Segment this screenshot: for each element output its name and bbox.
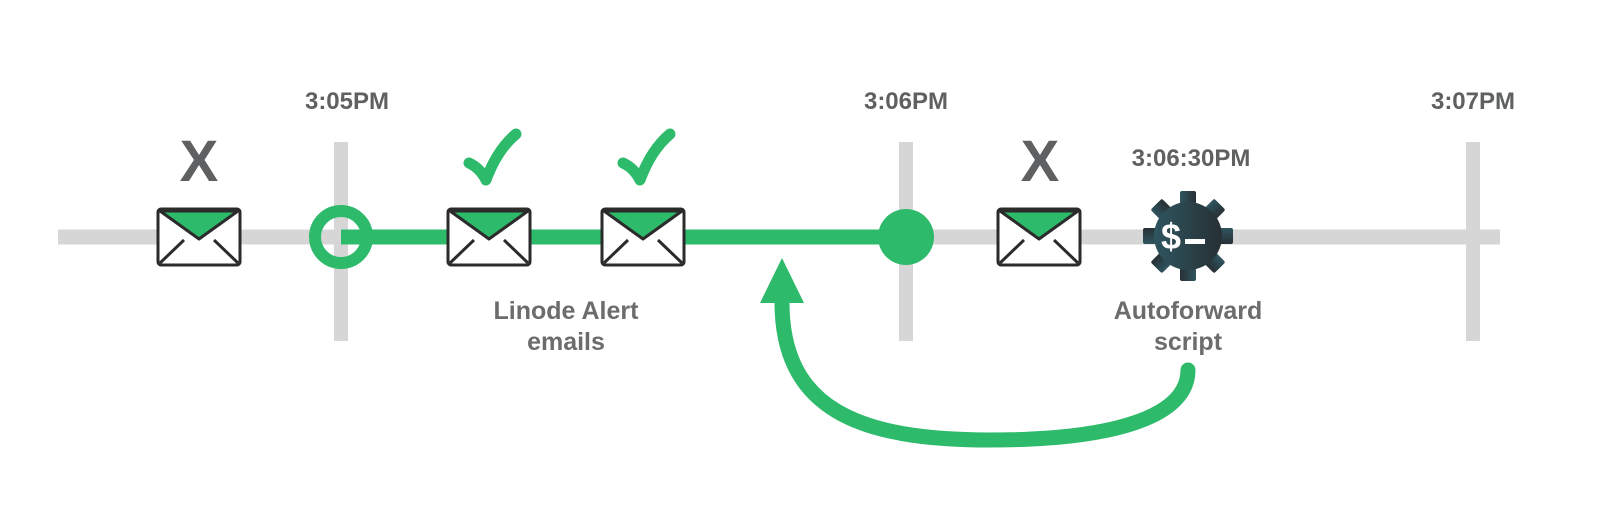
svg-text:$: $ — [1161, 216, 1181, 257]
tick-label-3-07: 3:07PM — [1431, 88, 1515, 115]
envelope-icon — [446, 207, 532, 267]
autoforward-caption-line-2: script — [1154, 328, 1223, 356]
tick-label-3-05: 3:05PM — [305, 88, 389, 115]
tick-label-3-06: 3:06PM — [864, 88, 948, 115]
envelope-icon — [996, 207, 1082, 267]
x-mark-icon: X — [180, 129, 219, 194]
hollow-circle-marker — [309, 205, 373, 269]
x-mark-icon: X — [1021, 129, 1060, 194]
alert-emails-caption-line-2: emails — [527, 328, 605, 356]
checkmark-icon — [617, 128, 676, 186]
envelope-icon — [156, 207, 242, 267]
curved-arrow — [774, 290, 1196, 448]
script-time-label: 3:06:30PM — [1132, 145, 1251, 172]
filled-circle-marker — [878, 209, 934, 265]
checkmark-icon — [463, 128, 522, 186]
autoforward-caption-line-1: Autoforward — [1114, 297, 1263, 325]
gear-dollar-icon: $ — [1143, 191, 1233, 281]
envelope-icon — [600, 207, 686, 267]
arrow-head — [760, 258, 804, 303]
alert-emails-caption-line-1: Linode Alert — [494, 297, 640, 325]
